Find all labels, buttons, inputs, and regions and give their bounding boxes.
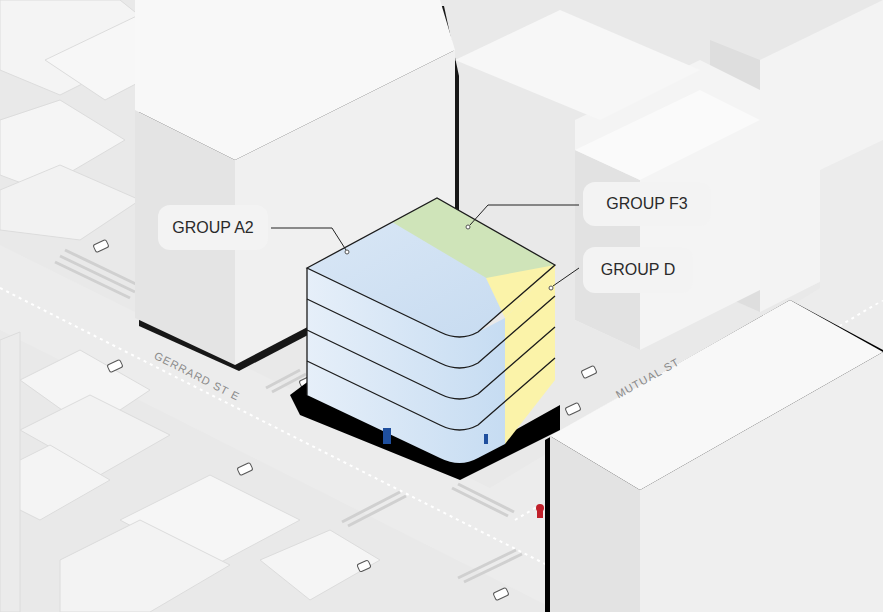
group-label: GROUP A2 [172, 219, 254, 237]
subject-building [290, 198, 560, 480]
group-label: GROUP F3 [606, 195, 688, 213]
callout-box: GROUP F3 [583, 182, 711, 226]
leader-dots [345, 225, 553, 290]
hydrant [537, 508, 543, 518]
right-buildings [455, 0, 883, 350]
callout-box: GROUP A2 [158, 205, 268, 250]
callout-box: GROUP D [583, 247, 693, 293]
corner-building [545, 300, 883, 612]
group-label: GROUP D [601, 261, 675, 279]
leader-lines [271, 205, 579, 286]
